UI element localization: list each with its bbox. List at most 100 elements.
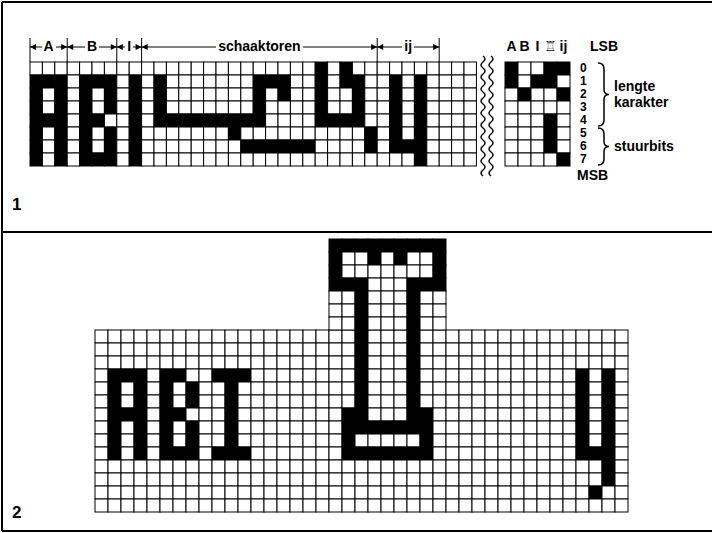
clear-bit [433, 369, 446, 382]
clear-bit [498, 473, 511, 486]
clear-bit [524, 343, 537, 356]
clear-bit [278, 114, 290, 127]
clear-bit [277, 486, 290, 499]
clear-bit [108, 343, 121, 356]
clear-bit [199, 434, 212, 447]
clear-bit [212, 382, 225, 395]
clear-bit [290, 75, 302, 88]
clear-bit [316, 343, 329, 356]
clear-bit [225, 460, 238, 473]
clear-bit [329, 317, 342, 330]
clear-bit [505, 140, 518, 153]
clear-bit [108, 460, 121, 473]
clear-bit [342, 330, 355, 343]
clear-bit [264, 330, 277, 343]
clear-bit [160, 473, 173, 486]
label: stuurbits [612, 139, 676, 154]
bit-number: 4 [578, 114, 589, 127]
clear-bit [266, 153, 278, 166]
set-bit [390, 127, 402, 140]
clear-bit [251, 460, 264, 473]
set-bit [355, 239, 368, 252]
bit-number: 3 [578, 101, 589, 114]
clear-bit [615, 330, 628, 343]
clear-bit [241, 88, 253, 101]
dimension-tick [377, 38, 378, 62]
clear-bit [472, 343, 485, 356]
set-bit [129, 101, 141, 114]
clear-bit [228, 140, 240, 153]
clear-bit [368, 408, 381, 421]
clear-bit [277, 421, 290, 434]
clear-bit [576, 460, 589, 473]
clear-bit [368, 317, 381, 330]
clear-bit [557, 140, 570, 153]
clear-bit [315, 140, 327, 153]
clear-bit [563, 434, 576, 447]
clear-bit [42, 153, 54, 166]
clear-bit [342, 395, 355, 408]
clear-bit [472, 460, 485, 473]
clear-bit [615, 460, 628, 473]
clear-bit [264, 434, 277, 447]
clear-bit [511, 499, 524, 512]
set-bit [315, 101, 327, 114]
clear-bit [615, 486, 628, 499]
set-bit [352, 114, 364, 127]
clear-bit [278, 153, 290, 166]
clear-bit [277, 369, 290, 382]
clear-bit [216, 101, 228, 114]
clear-bit [368, 395, 381, 408]
clear-bit [459, 421, 472, 434]
set-bit [134, 434, 147, 447]
set-bit [204, 114, 216, 127]
clear-bit [472, 499, 485, 512]
clear-bit [92, 127, 104, 140]
clear-bit [368, 265, 381, 278]
clear-bit [121, 473, 134, 486]
set-bit [228, 127, 240, 140]
clear-bit [225, 330, 238, 343]
clear-bit [191, 101, 203, 114]
clear-bit [316, 356, 329, 369]
set-bit [160, 421, 173, 434]
label: schaaktoren [216, 39, 302, 54]
set-bit [134, 369, 147, 382]
clear-bit [563, 460, 576, 473]
set-bit [329, 239, 342, 252]
clear-bit [329, 486, 342, 499]
clear-bit [80, 62, 92, 75]
clear-bit [42, 140, 54, 153]
set-bit [576, 408, 589, 421]
clear-bit [381, 343, 394, 356]
clear-bit [160, 499, 173, 512]
clear-bit [329, 473, 342, 486]
clear-bit [238, 499, 251, 512]
clear-bit [472, 421, 485, 434]
set-bit [328, 114, 340, 127]
bit-number: 1 [578, 75, 589, 88]
set-bit [191, 114, 203, 127]
clear-bit [212, 421, 225, 434]
clear-bit [173, 499, 186, 512]
clear-bit [394, 343, 407, 356]
clear-bit [303, 460, 316, 473]
clear-bit [377, 62, 389, 75]
clear-bit [251, 421, 264, 434]
clear-bit [446, 369, 459, 382]
clear-bit [420, 356, 433, 369]
clear-bit [498, 460, 511, 473]
clear-bit [216, 62, 228, 75]
set-bit [518, 88, 531, 101]
clear-bit [121, 356, 134, 369]
clear-bit [316, 330, 329, 343]
set-bit [342, 434, 355, 447]
clear-bit [67, 88, 79, 101]
clear-bit [199, 369, 212, 382]
set-bit [225, 434, 238, 447]
clear-bit [199, 460, 212, 473]
set-bit [212, 447, 225, 460]
clear-bit [368, 356, 381, 369]
clear-bit [459, 356, 472, 369]
clear-bit [179, 153, 191, 166]
